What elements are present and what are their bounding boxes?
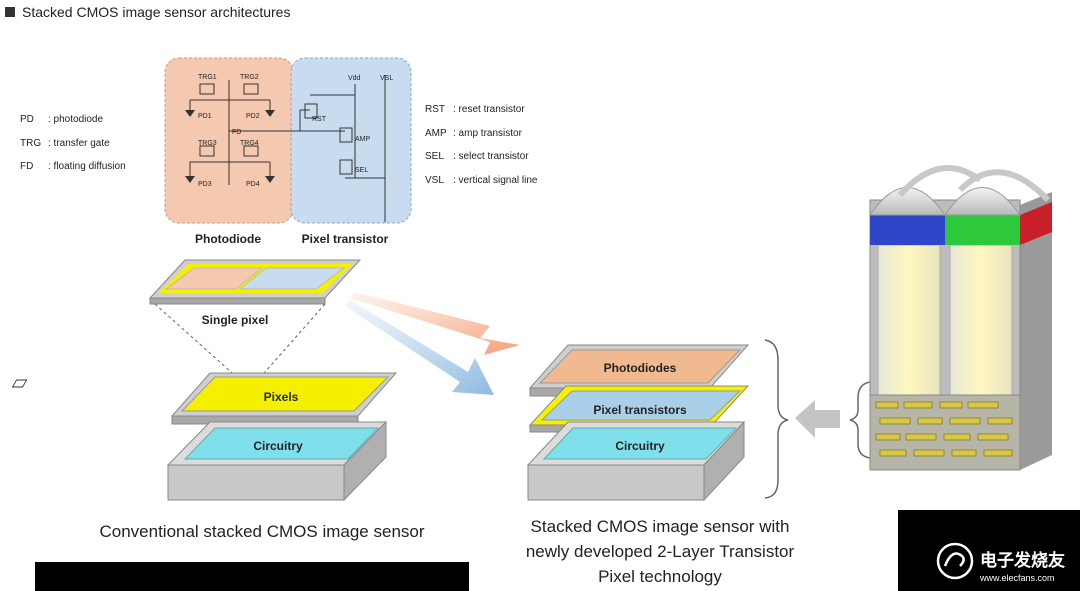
svg-text:Pixel technology: Pixel technology (598, 567, 722, 586)
title-square-icon (5, 7, 15, 17)
svg-text:PD1: PD1 (198, 113, 212, 120)
legend-abbr: TRG (20, 138, 41, 149)
single-pixel-label: Single pixel (202, 313, 269, 327)
conventional-pixels-layer (11, 372, 398, 425)
grey-left-arrow (795, 400, 840, 438)
new-circuitry-layer (526, 420, 746, 502)
pixel-3d-model (869, 165, 1052, 471)
new-circuitry-label: Circuitry (615, 439, 665, 453)
photodiode-symbols (185, 110, 275, 183)
svg-text:newly developed 2-Layer Transi: newly developed 2-Layer Transistor (526, 542, 795, 561)
svg-text:PD4: PD4 (246, 181, 260, 188)
caption-mask-left (35, 562, 469, 591)
svg-text:FD: FD (232, 129, 241, 136)
svg-text:RST: RST (312, 116, 327, 123)
legend-abbr: SEL (425, 151, 444, 162)
pixel-transistor-region (290, 57, 412, 224)
legend-abbr: PD (20, 114, 34, 125)
model-brace (849, 381, 871, 459)
conventional-circuitry-layer (166, 420, 388, 502)
photodiodes-layer (528, 344, 750, 397)
legend-abbr: VSL (425, 175, 444, 186)
legend-abbr: FD (20, 161, 33, 172)
svg-text:TRG1: TRG1 (198, 74, 217, 81)
svg-text:TRG2: TRG2 (240, 74, 259, 81)
legend-desc: : amp transistor (453, 128, 523, 139)
legend-desc: : transfer gate (48, 138, 110, 149)
legend-left: PD : photodiode TRG : transfer gate FD :… (20, 114, 126, 172)
pixel-transistor-label: Pixel transistor (302, 232, 389, 246)
circuit-labels: TRG1 TRG2 TRG3 TRG4 PD1 PD2 PD3 PD4 FD V… (198, 74, 393, 188)
legend-desc: : photodiode (48, 114, 103, 125)
conventional-caption: Conventional stacked CMOS image sensor (99, 522, 424, 541)
new-caption: Stacked CMOS image sensor with newly dev… (526, 517, 795, 586)
layers-brace (764, 339, 789, 499)
photodiode-label: Photodiode (195, 232, 261, 246)
photodiodes-label: Photodiodes (604, 361, 677, 375)
svg-text:Stacked CMOS image sensor with: Stacked CMOS image sensor with (531, 517, 790, 536)
legend-desc: : reset transistor (453, 104, 525, 115)
watermark-url: www.elecfans.com (979, 573, 1055, 583)
svg-text:PD3: PD3 (198, 181, 212, 188)
svg-text:SEL: SEL (355, 167, 368, 174)
orange-arrow (350, 292, 520, 355)
legend-desc: : floating diffusion (48, 161, 126, 172)
svg-text:TRG4: TRG4 (240, 140, 259, 147)
svg-text:VSL: VSL (380, 75, 393, 82)
zoom-lines (154, 303, 326, 381)
svg-text:PD2: PD2 (246, 113, 260, 120)
pixels-label: Pixels (264, 390, 299, 404)
legend-abbr: AMP (425, 128, 447, 139)
circuit-wires (189, 75, 386, 222)
svg-text:Vdd: Vdd (348, 75, 361, 82)
legend-right: RST : reset transistor AMP : amp transis… (425, 104, 538, 186)
watermark: 电子发烧友 www.elecfans.com (936, 542, 1065, 583)
pixel-transistors-label: Pixel transistors (593, 403, 687, 417)
blue-arrow (345, 300, 494, 395)
svg-text:AMP: AMP (355, 136, 371, 143)
single-pixel-plate (148, 259, 362, 305)
watermark-brand: 电子发烧友 (980, 550, 1065, 571)
legend-desc: : vertical signal line (453, 175, 538, 186)
conventional-circuitry-label: Circuitry (253, 439, 303, 453)
watermark-box (898, 510, 1080, 591)
legend-desc: : select transistor (453, 151, 529, 162)
legend-abbr: RST (425, 104, 445, 115)
svg-text:TRG3: TRG3 (198, 140, 217, 147)
page-title: Stacked CMOS image sensor architectures (22, 4, 290, 20)
